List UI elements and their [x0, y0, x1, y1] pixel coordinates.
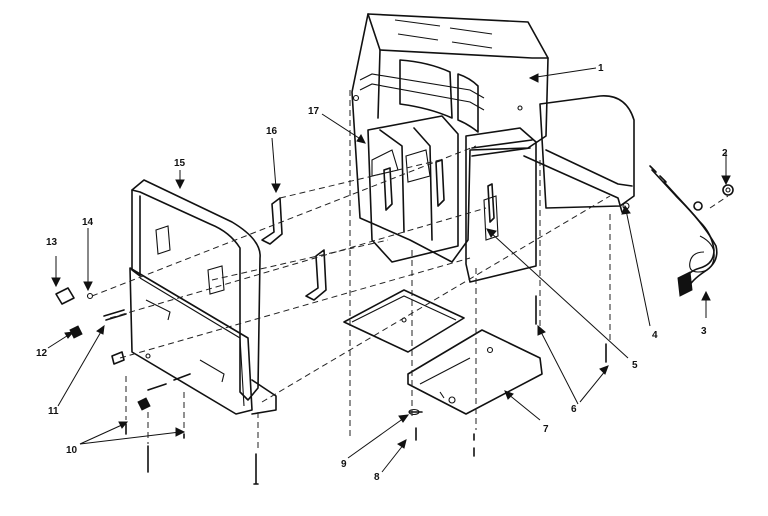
base-plate	[407, 329, 543, 415]
crumb-tray	[343, 289, 465, 353]
callout-12: 12	[36, 348, 48, 359]
small-hardware	[55, 287, 607, 485]
callout-2: 2	[722, 148, 728, 159]
right-side-assembly	[465, 127, 537, 283]
inner-carriage	[367, 115, 459, 263]
callout-6: 6	[571, 404, 577, 415]
leader-arrows	[47, 67, 731, 473]
callout-17: 17	[308, 106, 320, 117]
lever-brackets	[261, 197, 327, 301]
callout-1: 1	[598, 63, 604, 74]
callout-5: 5	[632, 360, 638, 371]
callout-3: 3	[701, 326, 707, 337]
callout-13: 13	[46, 237, 58, 248]
callout-10: 10	[66, 445, 78, 456]
callout-8: 8	[374, 472, 380, 483]
callout-7: 7	[543, 424, 549, 435]
callout-15: 15	[174, 158, 186, 169]
power-cord	[649, 165, 734, 297]
callout-9: 9	[341, 459, 347, 470]
callout-4: 4	[652, 330, 658, 341]
callout-11: 11	[48, 406, 59, 417]
front-panel	[129, 179, 277, 415]
assembly-guide-lines	[91, 90, 729, 450]
end-panel	[523, 95, 635, 213]
callout-14: 14	[82, 217, 94, 228]
callout-16: 16	[266, 126, 278, 137]
housing-shell	[351, 13, 549, 263]
callout-labels: 1 2 3 4 5 6 7 8 9 10 11 12 13 14 15 16 1…	[36, 63, 728, 483]
